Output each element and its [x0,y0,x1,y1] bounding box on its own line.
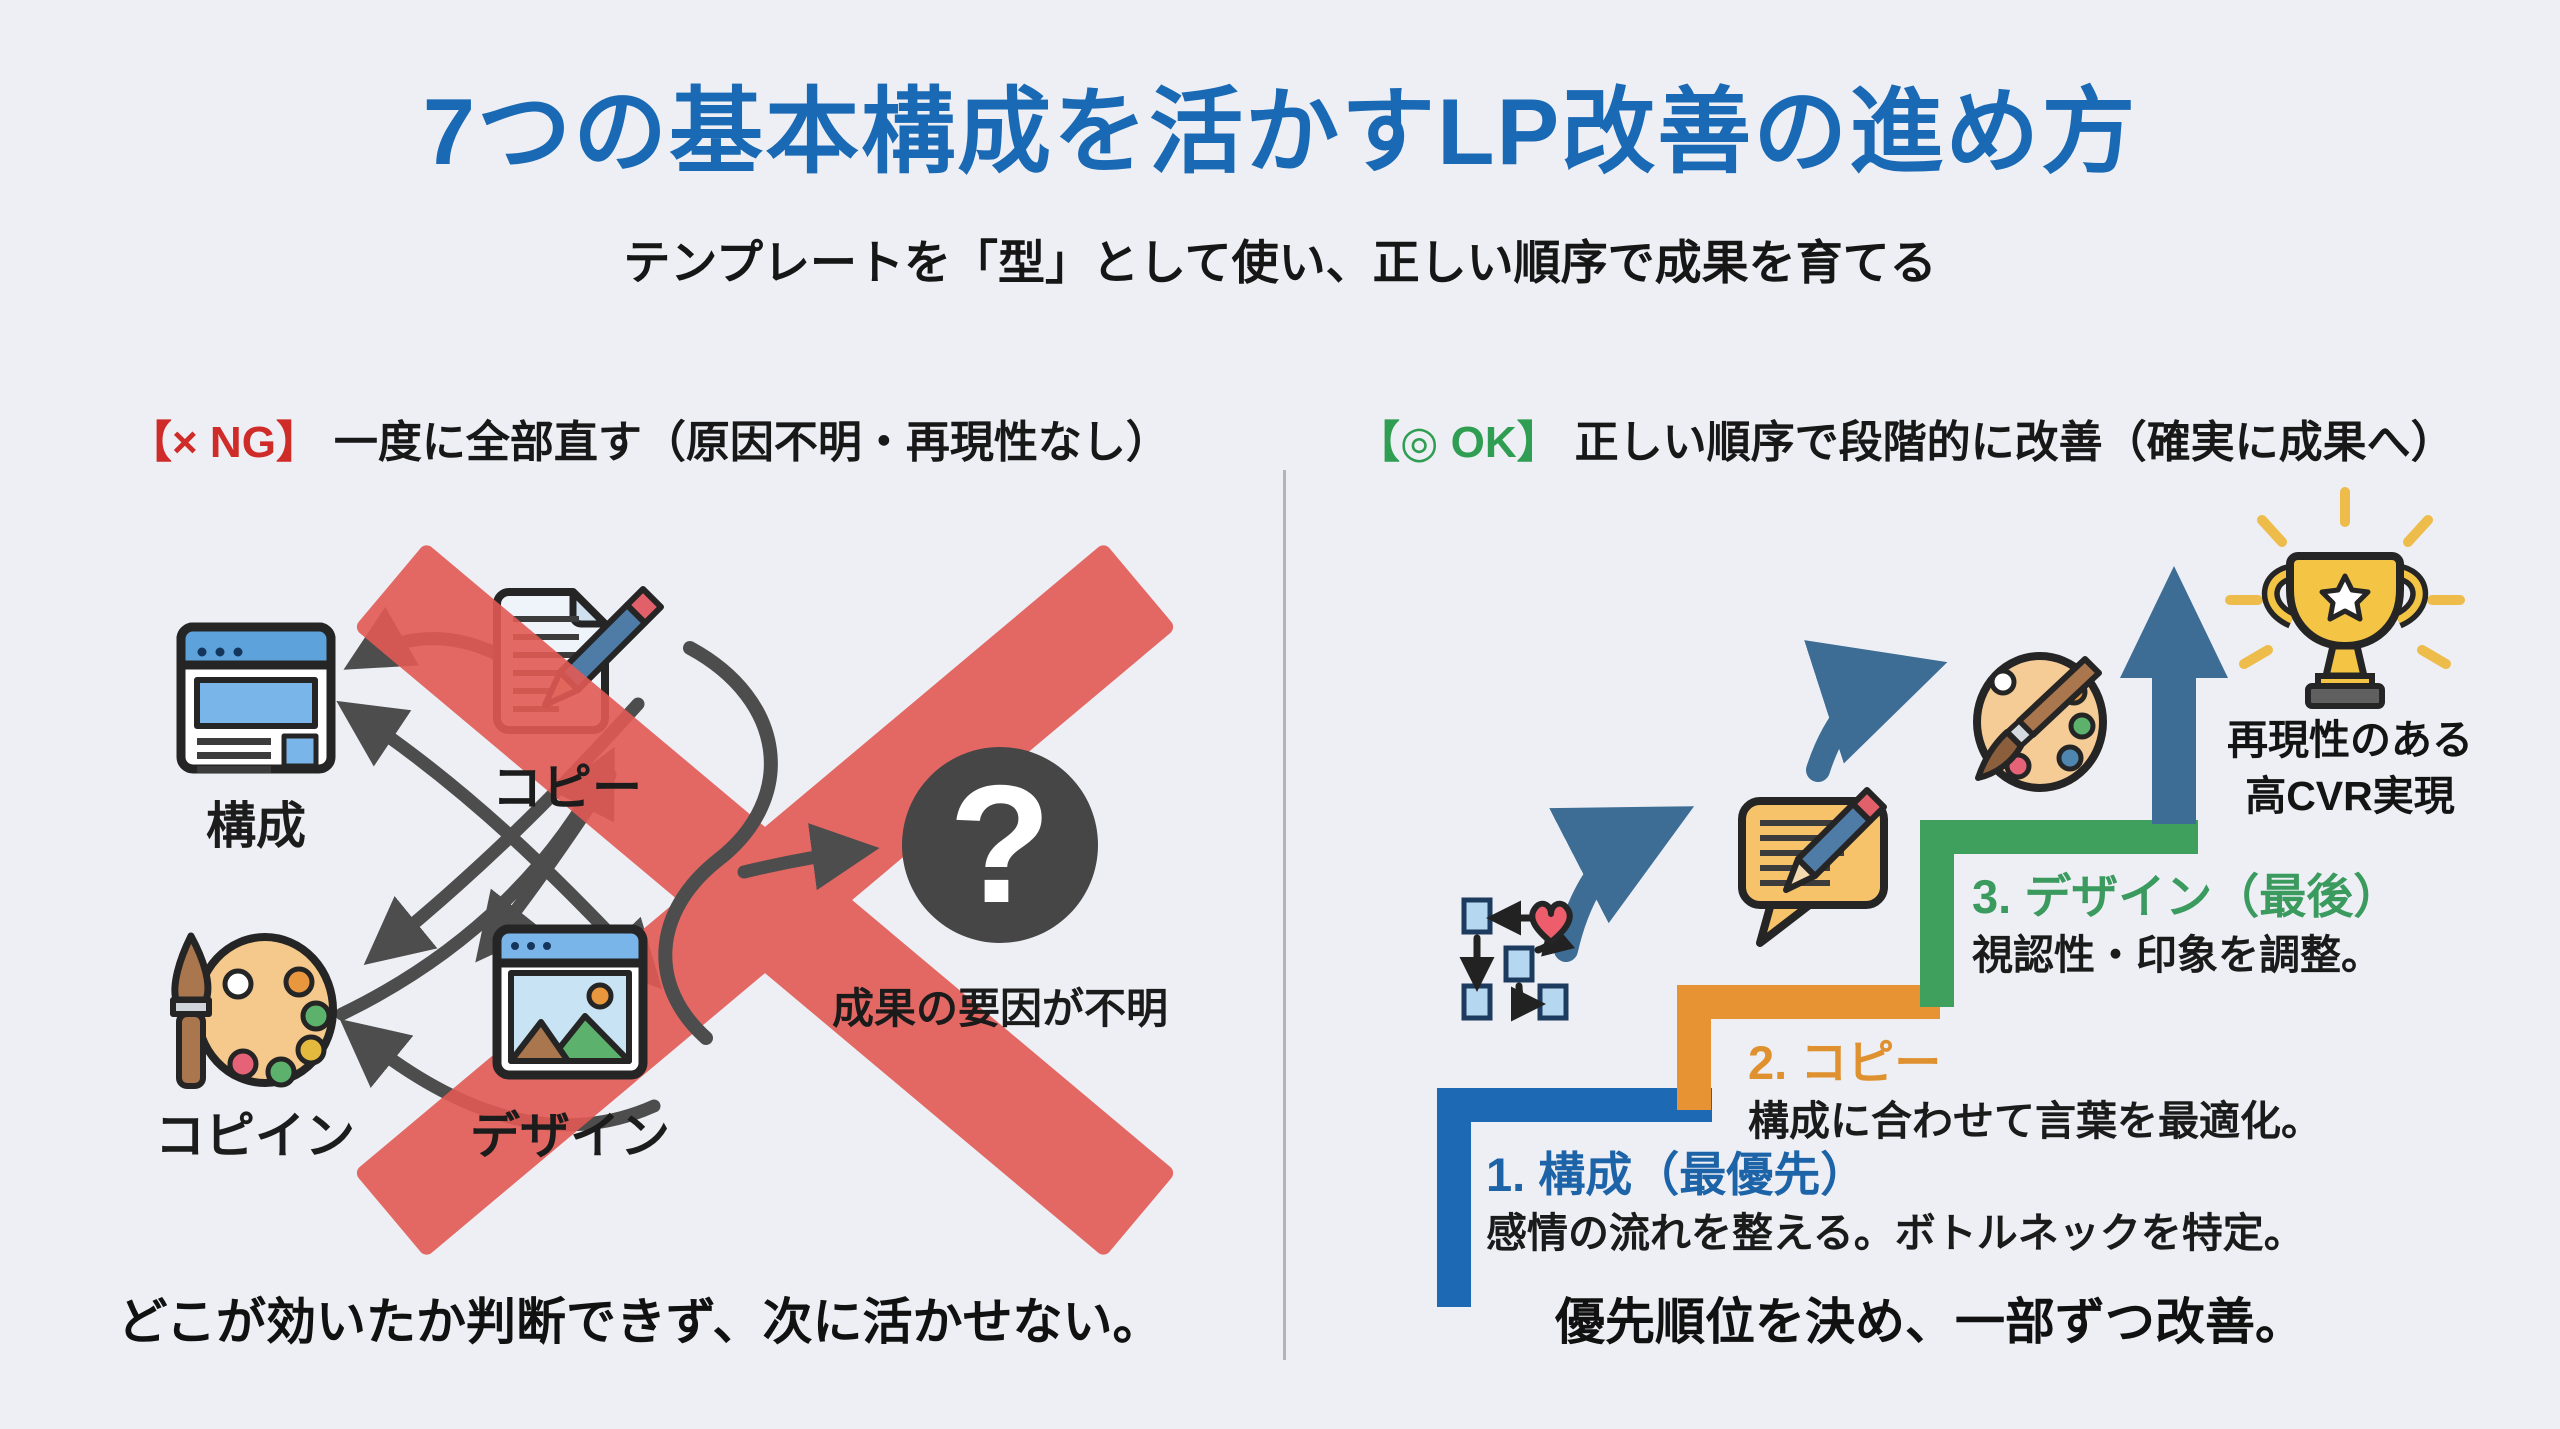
ng-heading: 一度に全部直す（原因不明・再現性なし） [333,418,1170,467]
step2-desc: 構成に合わせて言葉を最適化。 [1748,1098,2322,1144]
question-mark: ? [948,750,1052,938]
palette-brush-icon-right [1973,652,2107,792]
page-title: 7つの基本構成を活かすLP改善の進め方 [422,79,2138,184]
goal-line-1: 再現性のある [2227,717,2473,763]
step3-title: 3. デザイン（最後） [1972,870,2401,923]
trophy-icon [2225,487,2465,709]
ok-footer-caption: 優先順位を決め、一部ずつ改善。 [1555,1294,2305,1350]
ok-heading: 正しい順序で段階的に改善（確実に成果へ） [1574,418,2455,467]
panel-divider [1283,470,1286,1360]
wireframe-browser-icon [176,622,336,774]
goal-line-2: 高CVR実現 [2245,773,2455,819]
ok-section-header: 【◎ OK】正しい順序で段階的に改善（確実に成果へ） [1356,406,2455,470]
ng-section-header: 【× NG】一度に全部直す（原因不明・再現性なし） [128,406,1170,470]
node-label-copy: コピー [492,760,642,816]
ng-badge: 【× NG】 [128,418,320,467]
step1-desc: 感情の流れを整える。ボトルネックを特定。 [1486,1210,2305,1256]
flowchart-heart-icon [1459,897,1576,1022]
step-flow-arrows [1549,640,1948,962]
unknown-cause-caption: 成果の要因が不明 [831,985,1168,1032]
star-icon [2319,573,2371,622]
step3-desc: 視認性・印象を調整。 [1972,932,2382,978]
node-label-copyin: コピイン [155,1108,355,1164]
tangled-arrows [335,606,663,1132]
ok-badge: 【◎ OK】 [1356,418,1561,467]
step1-title: 1. 構成（最優先） [1486,1148,1868,1201]
node-label-structure: 構成 [206,798,306,854]
step2-title: 2. コピー [1748,1036,1942,1089]
node-label-design: デザイン [470,1108,670,1164]
speech-bubble-pencil-icon [1738,787,1888,947]
palette-brush-icon [170,932,337,1089]
image-browser-icon [492,924,648,1080]
heart-icon [1529,900,1573,945]
ng-footer-caption: どこが効いたか判断できず、次に活かせない。 [117,1294,1163,1350]
page-subtitle: テンプレートを「型」として使い、正しい順序で成果を育てる [623,236,1937,289]
document-pencil-icon [493,586,664,734]
